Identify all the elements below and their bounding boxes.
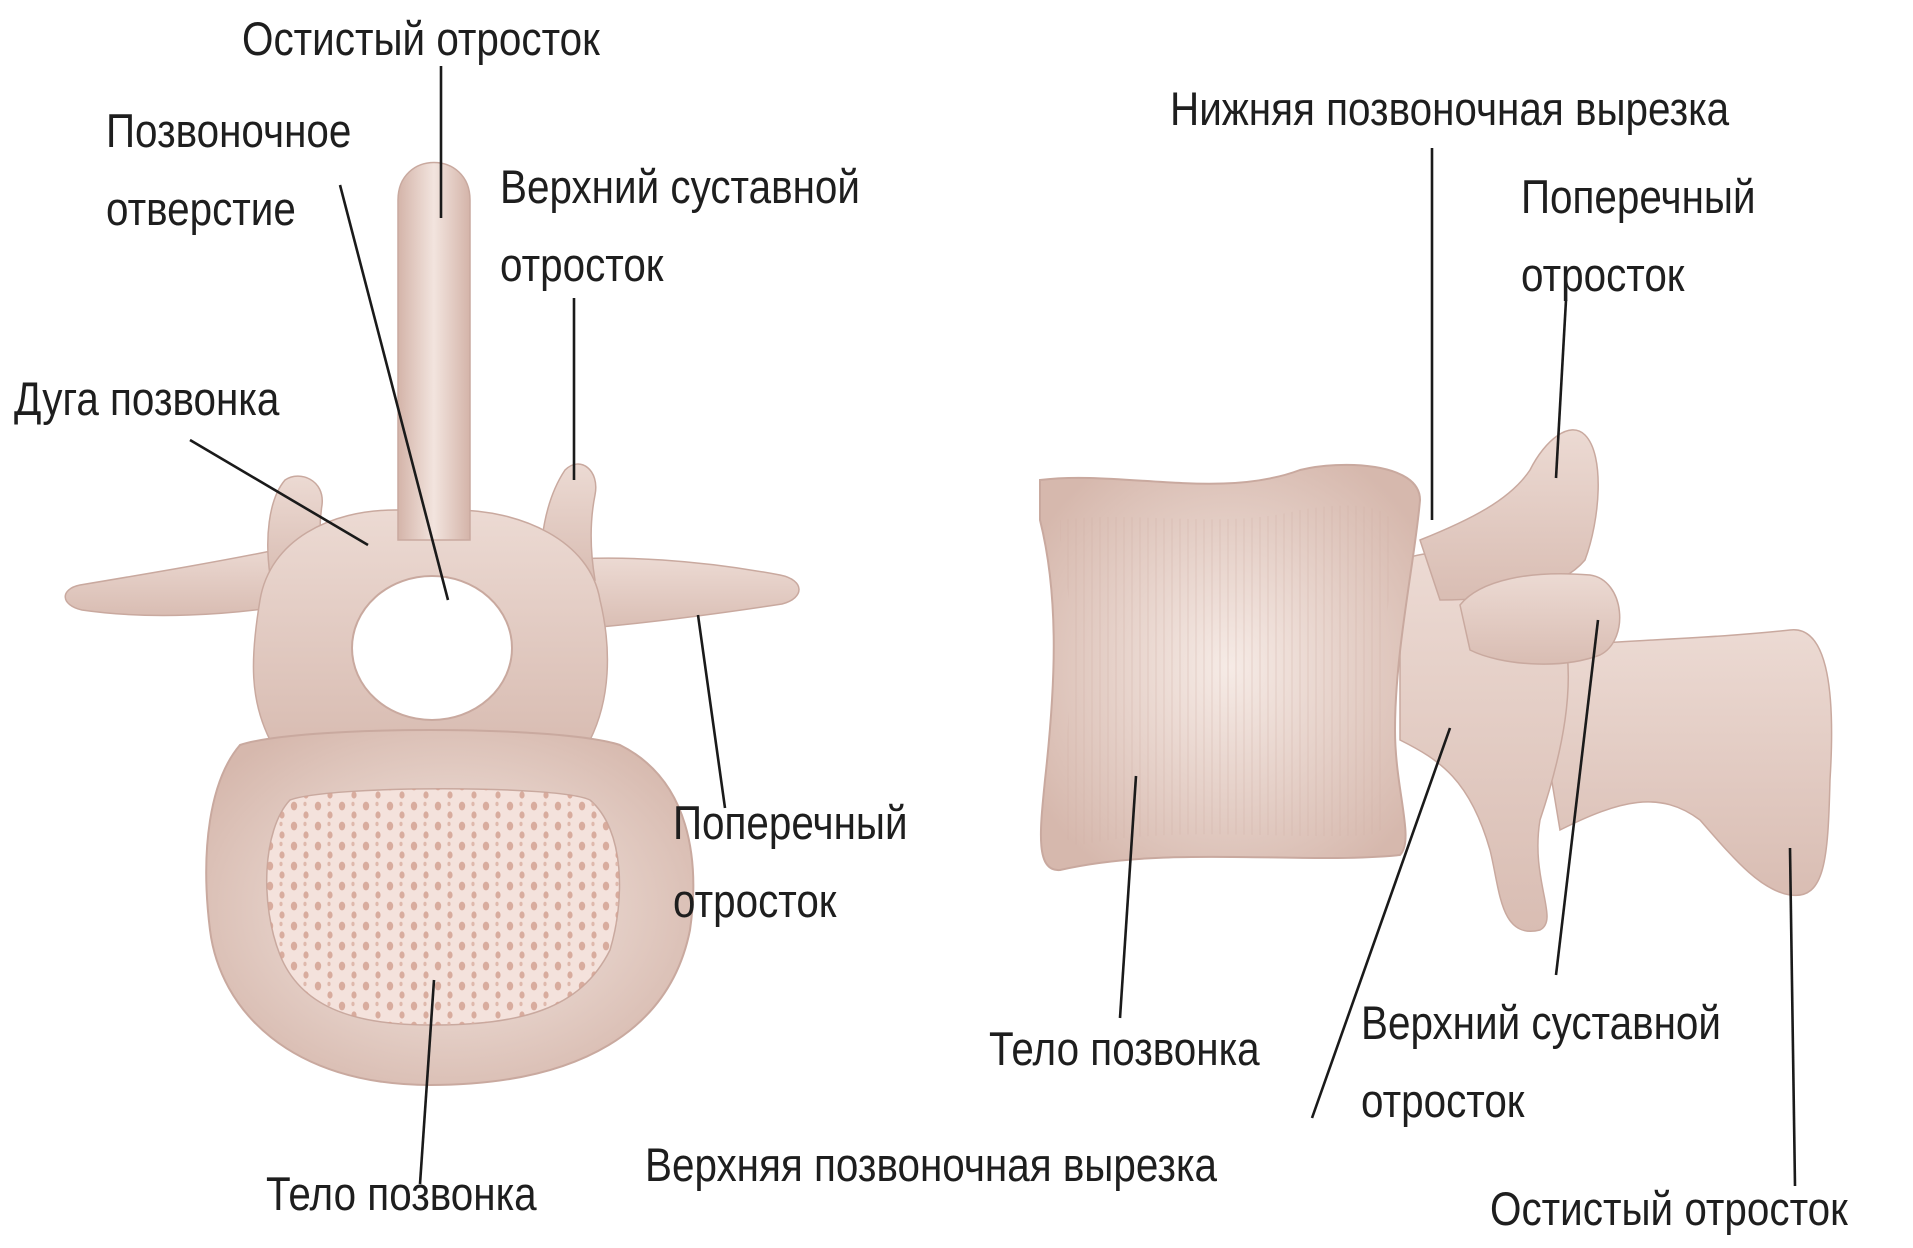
- label-superior-notch: Верхняя позвоночная вырезка: [645, 1126, 1217, 1204]
- label-transverse-left-line1: Поперечный: [673, 784, 908, 862]
- label-superior-articular-right-line1: Верхний суставной: [1361, 984, 1721, 1062]
- label-vertebral-body-left: Тело позвонка: [266, 1155, 537, 1233]
- vertebral-foramen: [352, 576, 512, 720]
- vertebra-top-view: [65, 163, 799, 1086]
- label-vertebral-arch: Дуга позвонка: [14, 360, 279, 438]
- leader-spinous-right: [1790, 848, 1795, 1186]
- label-spinous-process-left: Остистый отросток: [242, 0, 600, 78]
- vertebra-side-view: [1040, 430, 1832, 931]
- label-vertebral-foramen-line2: отверстие: [106, 170, 296, 248]
- label-spinous-process-right: Остистый отросток: [1490, 1170, 1848, 1248]
- spinous-process: [398, 163, 470, 541]
- label-vertebral-foramen-line1: Позвоночное: [106, 92, 351, 170]
- label-superior-articular-left-line2: отросток: [500, 226, 664, 304]
- label-transverse-left-line2: отросток: [673, 862, 837, 940]
- label-superior-articular-left-line1: Верхний суставной: [500, 148, 860, 226]
- vertebra-anatomy-diagram: Остистый отросток Позвоночное отверстие …: [0, 0, 1913, 1214]
- label-inferior-notch: Нижняя позвоночная вырезка: [1170, 70, 1729, 148]
- spinous-process-side: [1530, 630, 1832, 896]
- leader-transverse-left: [698, 615, 725, 808]
- label-superior-articular-right-line2: отросток: [1361, 1062, 1525, 1140]
- label-vertebral-body-right: Тело позвонка: [989, 1010, 1260, 1088]
- label-transverse-right-line2: отросток: [1521, 236, 1685, 314]
- label-transverse-right-line1: Поперечный: [1521, 158, 1756, 236]
- superior-articular-process-side: [1460, 574, 1620, 664]
